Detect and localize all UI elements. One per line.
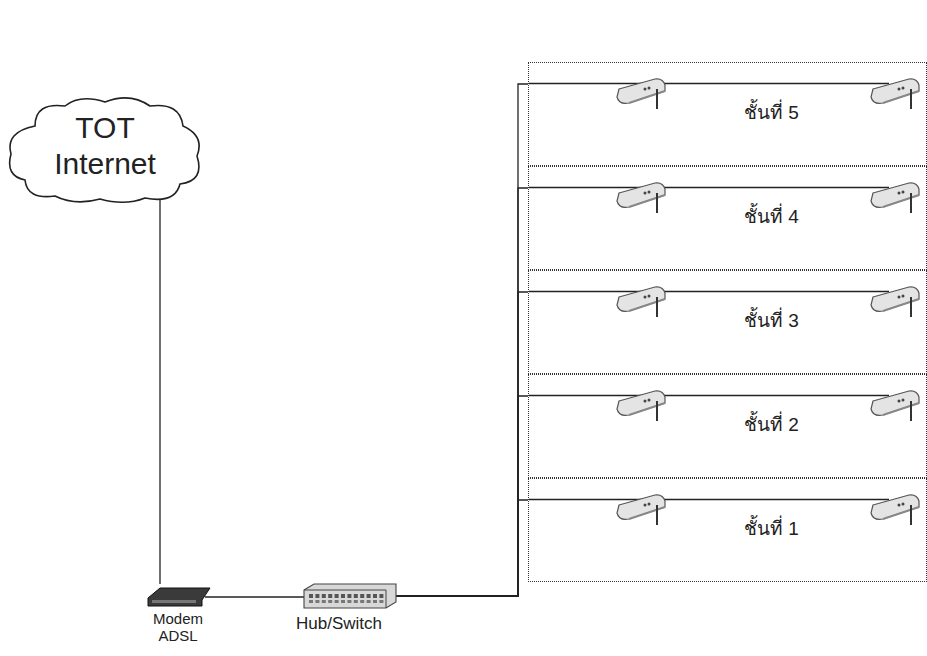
- network-cable: [205, 596, 304, 597]
- device-label: Modem ADSL: [143, 610, 213, 644]
- floor-band: ชั้นที่ 2: [528, 374, 927, 478]
- network-cable: [396, 84, 528, 596]
- access-point-icon: [617, 391, 665, 421]
- access-point-icon: [871, 391, 919, 421]
- network-cable: [396, 396, 528, 596]
- access-point-icon: [871, 287, 919, 317]
- network-cable: [396, 292, 528, 596]
- switch-device: Hub/Switch: [290, 582, 410, 648]
- modem-icon: [128, 584, 228, 608]
- access-point-layer: [529, 479, 925, 580]
- floor-label: ชั้นที่ 1: [744, 513, 799, 543]
- access-point-layer: [529, 63, 925, 164]
- internet-cloud: TOT Internet: [5, 96, 205, 206]
- floor-label: ชั้นที่ 4: [744, 201, 799, 231]
- switch-icon: [290, 582, 410, 610]
- access-point-icon: [617, 287, 665, 317]
- access-point-icon: [871, 183, 919, 213]
- access-point-icon: [617, 495, 665, 525]
- device-label: Hub/Switch: [296, 614, 382, 634]
- access-point-layer: [529, 375, 925, 476]
- network-cable: [396, 188, 528, 596]
- device-label: TOT Internet: [5, 110, 205, 182]
- floor-label: ชั้นที่ 5: [744, 97, 799, 127]
- network-cable: [159, 200, 160, 584]
- access-point-icon: [617, 183, 665, 213]
- modem-device: Modem ADSL: [128, 584, 228, 650]
- floor-band: ชั้นที่ 1: [528, 478, 927, 582]
- floor-band: ชั้นที่ 3: [528, 270, 927, 374]
- floor-label: ชั้นที่ 3: [744, 305, 799, 335]
- access-point-icon: [871, 495, 919, 525]
- access-point-icon: [871, 79, 919, 109]
- network-cable: [396, 500, 528, 596]
- access-point-icon: [617, 79, 665, 109]
- floor-band: ชั้นที่ 5: [528, 62, 927, 166]
- access-point-layer: [529, 271, 925, 372]
- floor-band: ชั้นที่ 4: [528, 166, 927, 270]
- access-point-layer: [529, 167, 925, 268]
- floor-label: ชั้นที่ 2: [744, 409, 799, 439]
